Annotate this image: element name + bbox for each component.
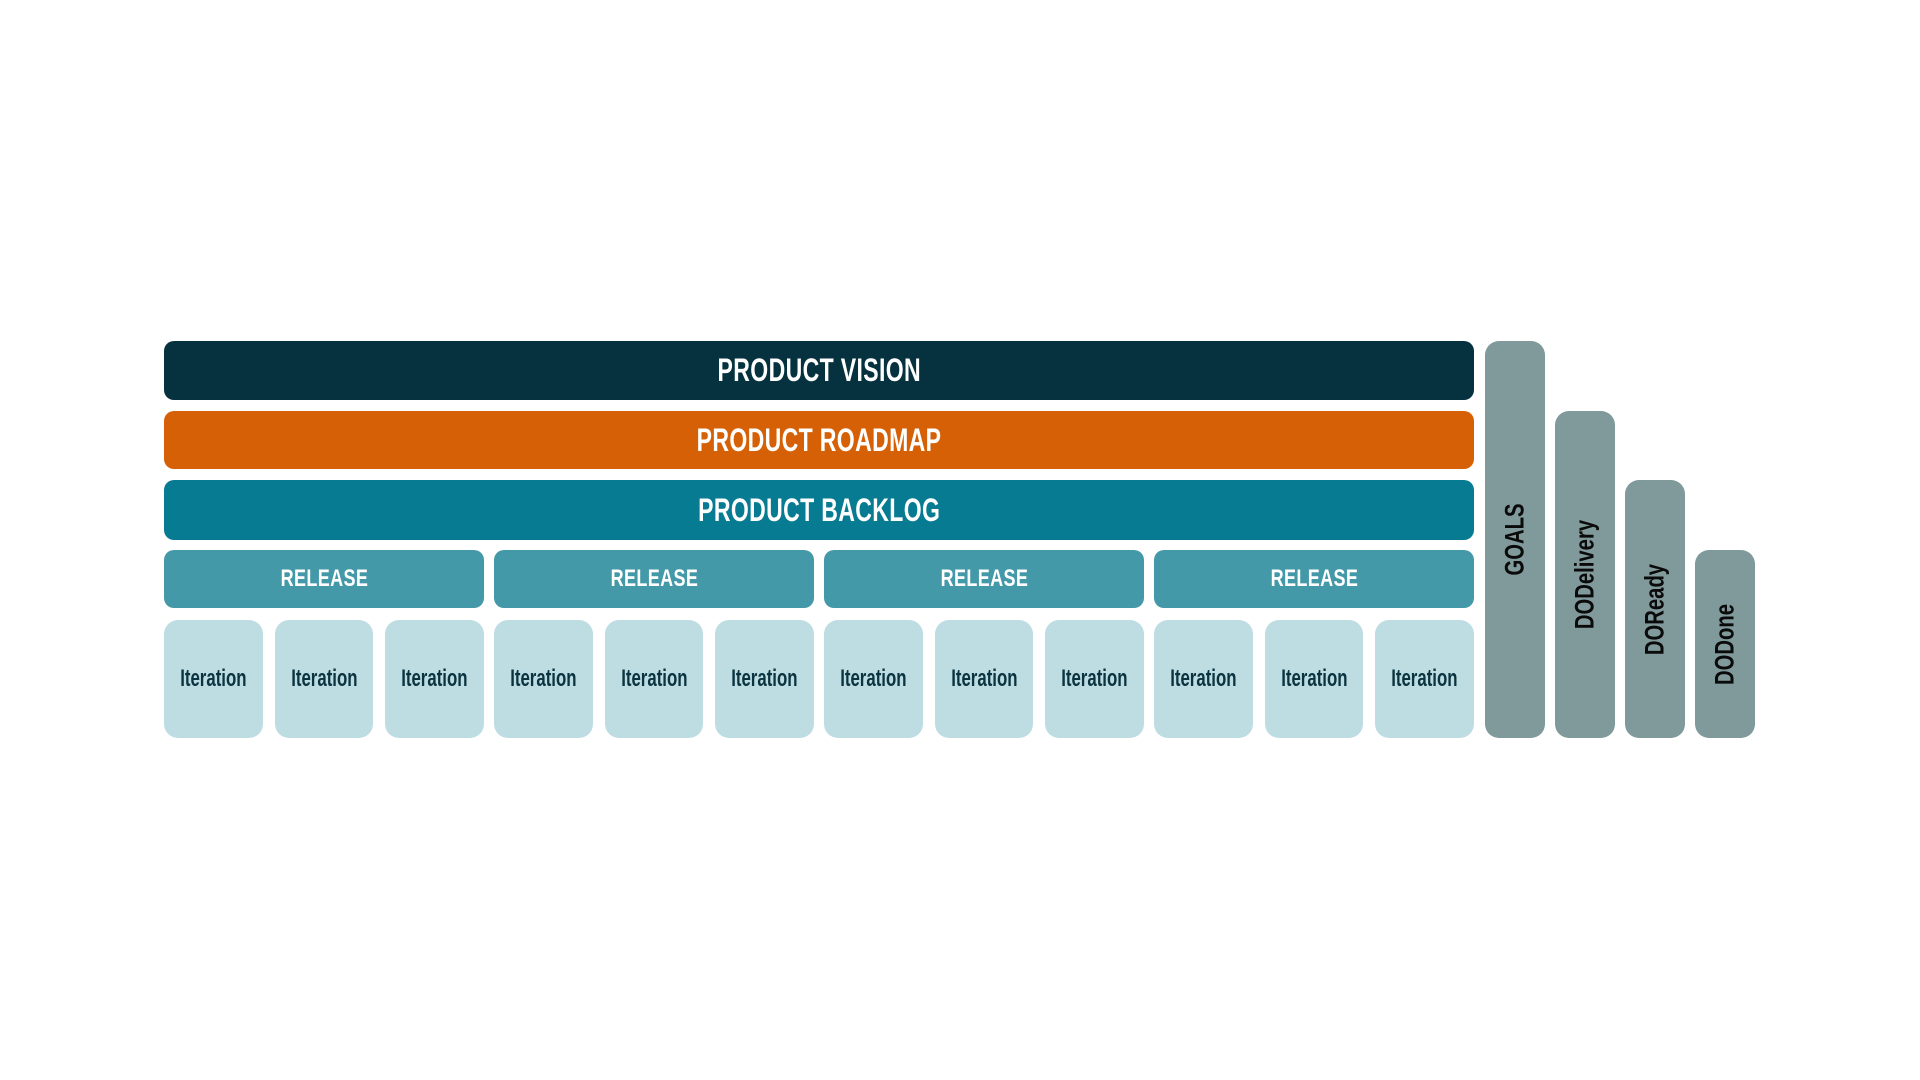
iteration-label: Iteration (620, 665, 688, 692)
sidebar-dodelivery-label: DODelivery (1569, 519, 1600, 630)
layer-product-vision: PRODUCT VISION (164, 341, 1474, 400)
iteration-box-4: Iteration (494, 620, 593, 738)
iteration-box-10: Iteration (1154, 620, 1253, 738)
iteration-label: Iteration (840, 665, 907, 692)
iteration-label: Iteration (1280, 665, 1348, 692)
iteration-label: Iteration (950, 665, 1018, 692)
iteration-box-1: Iteration (164, 620, 263, 738)
iteration-label: Iteration (1061, 665, 1128, 692)
iteration-label: Iteration (180, 665, 247, 692)
iteration-box-2: Iteration (274, 620, 374, 738)
iteration-group-1: Iteration Iteration Iteration (164, 620, 485, 738)
iteration-box-6: Iteration (715, 620, 815, 738)
release-bar-1: RELEASE (164, 550, 484, 608)
release-label: RELEASE (940, 565, 1028, 592)
release-row: RELEASE RELEASE RELEASE RELEASE (164, 550, 1474, 608)
sidebar-dodone: DODone (1695, 550, 1755, 738)
sidebar-dodone-label: DODone (1709, 603, 1740, 685)
iteration-group-4: Iteration Iteration Iteration (1154, 620, 1475, 738)
iteration-box-8: Iteration (934, 620, 1034, 738)
iteration-label: Iteration (731, 665, 798, 692)
sidebar-goals-label: GOALS (1499, 503, 1530, 576)
iteration-box-9: Iteration (1045, 620, 1145, 738)
layer-product-roadmap: PRODUCT ROADMAP (164, 411, 1474, 469)
iteration-group-3: Iteration Iteration Iteration (824, 620, 1145, 738)
sidebar-dodelivery: DODelivery (1555, 411, 1615, 738)
release-bar-3: RELEASE (824, 550, 1144, 608)
iteration-box-11: Iteration (1264, 620, 1364, 738)
sidebar-doready: DOReady (1625, 480, 1685, 738)
iteration-label: Iteration (1170, 665, 1237, 692)
iteration-box-7: Iteration (824, 620, 923, 738)
iteration-label: Iteration (401, 665, 468, 692)
release-bar-2: RELEASE (494, 550, 814, 608)
product-planning-stack: PRODUCT VISION PRODUCT ROADMAP PRODUCT B… (164, 341, 1475, 738)
iteration-box-5: Iteration (604, 620, 704, 738)
sidebar-doready-label: DOReady (1639, 563, 1670, 655)
release-label: RELEASE (610, 565, 698, 592)
release-bar-4: RELEASE (1154, 550, 1474, 608)
layer-product-backlog: PRODUCT BACKLOG (164, 480, 1474, 540)
layer-product-roadmap-label: PRODUCT ROADMAP (696, 421, 942, 458)
iteration-label: Iteration (510, 665, 577, 692)
iteration-label: Iteration (290, 665, 358, 692)
release-label: RELEASE (1270, 565, 1358, 592)
iteration-label: Iteration (1391, 665, 1458, 692)
iteration-box-12: Iteration (1375, 620, 1475, 738)
layer-product-backlog-label: PRODUCT BACKLOG (697, 491, 941, 528)
release-label: RELEASE (280, 565, 368, 592)
iteration-row: Iteration Iteration Iteration Iteration … (164, 620, 1475, 738)
iteration-group-2: Iteration Iteration Iteration (494, 620, 815, 738)
iteration-box-3: Iteration (385, 620, 485, 738)
layer-product-vision-label: PRODUCT VISION (717, 352, 921, 388)
sidebar-goals: GOALS (1485, 341, 1545, 738)
